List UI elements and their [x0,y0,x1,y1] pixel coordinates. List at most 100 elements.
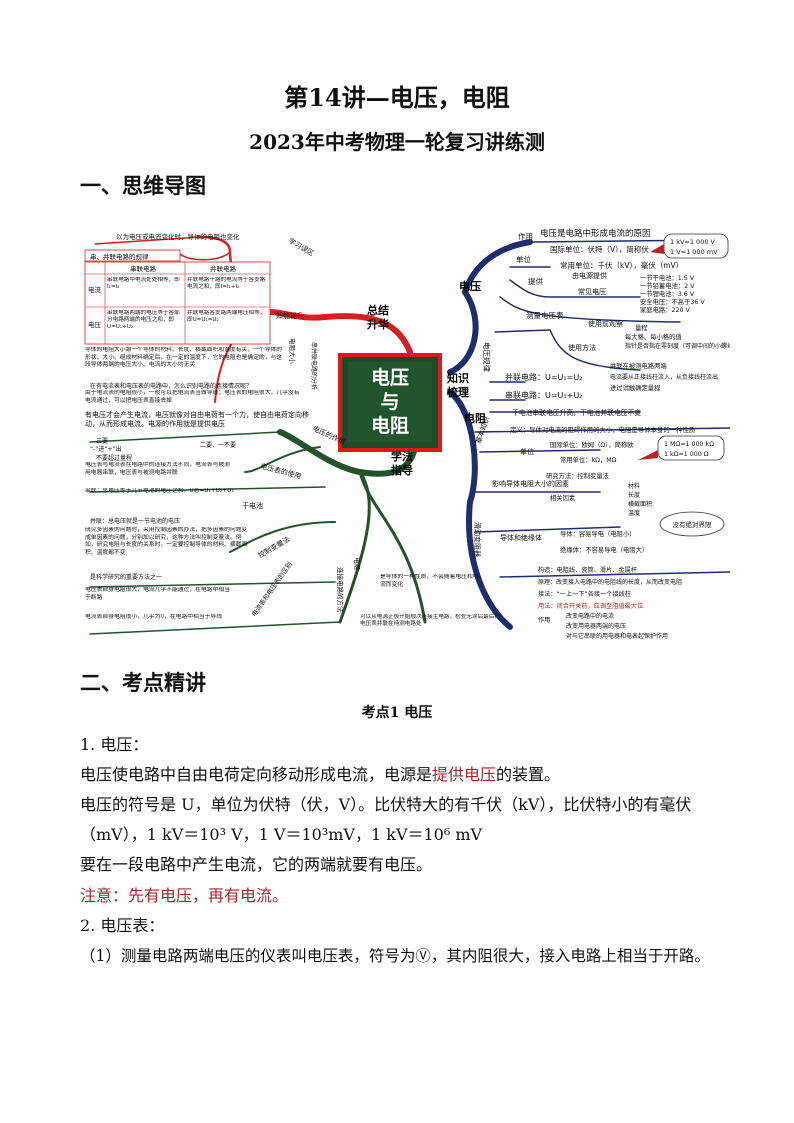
para-3: 电压的符号是 U，单位为伏特（伏，V）。比伏特大的有千伏（kV），比伏特小的有毫… [80,795,692,814]
rb-arrow [638,450,658,460]
lb-kongzhi: 控制变量法 [257,534,292,559]
lb-dz1: 是导体的一种性质，不会随着电压和电流而变化 [380,574,479,588]
para-5: 要在一段电路中产生电流，它的两端就要有电压。 [80,855,433,874]
lt-fenxi: 串并联电路的分析 [310,342,318,390]
branch-red [267,309,413,355]
rb-zy3: 对与它串联的用电器和电表起保护作用 [566,632,668,640]
kaodian-title: 考点1 电压 [361,705,433,721]
rt-arrow [650,244,664,254]
lb-s3: 二要、一不要 [200,442,236,449]
lb-shiyong: 电压表的使用 [259,461,302,481]
branch-green-2 [338,470,371,624]
rt-changyong: 常用单位：千伏（kV），毫伏（mV） [560,260,683,270]
lb-qubie: 电流表和电压表的区别 [249,560,294,618]
lt-table-title: 串、并联电路的规律 [90,252,149,261]
rt-v5: 家庭电路：220 V [640,305,691,314]
rb-changyong: 常用单位：kΩ，MΩ [560,455,617,464]
rb-f1: 材料 [628,482,640,490]
hub-zhishi-2: 梳理 [446,385,469,399]
rt-v4: 安全电压：不高于36 V [640,297,705,306]
rt-binglian: 并联在被测电路两端 [610,361,667,370]
lb-k1: 研究多因素的问题时，采用控制因素的办法，把多因素的问题变成单因素的问题，分别加以… [85,527,248,556]
branch-blue-dianzu [447,389,513,630]
rb-huadong: 滑动变阻器 [473,522,482,557]
rb-danwei: 单位 [520,447,534,456]
rt-dianyuan: 由电源提供 [572,271,607,280]
rt-v1: 一节干电池：1.5 V [640,273,695,282]
rt-shiyongfangfa: 使用方法 [568,343,596,352]
center-text-1: 电压 [371,366,409,389]
rt-shiyong: 使用前观察 [588,319,623,328]
rt-conv1: 1 kV=1 000 V [670,238,716,246]
rb-yingxiang: 影响导体电阻大小的因素 [492,479,569,488]
branch-green-6 [89,431,281,443]
lb-q2: 电流表自身电阻很小，几乎为0，在电路中相当于导线 [85,614,223,620]
rt-shichu: 进过试触确定量程 [610,383,661,392]
branch-green-4 [244,446,321,473]
rt-changjian: 常见电压 [578,287,606,296]
lt-row1-c1: 串联电路中电流处处相等，即I₁=I₂ [107,277,180,290]
section-heading-mindmap: 一、思维导图 [80,173,206,198]
lt-row1-c2: 并联电路干路的电流等于各支路电流之和，即I=I₁+I₂ [187,277,266,290]
para-6-note: 注意：先有电压，再有电流。 [80,886,289,905]
hub-xuefa-1: 学法 [391,449,413,463]
rt-zuoyong: 作用 [518,231,533,241]
hub-dianzu: 电阻 [464,411,486,425]
branch-red-tixing [94,236,201,245]
lb-s1: 三要 [96,438,108,445]
para-2: 电压使电路中自由电荷定向移动形成电流，电源是提供电压的装置。 [80,764,560,786]
rt-bing: 并联电路：U=U₁=U₂ [505,372,582,382]
center-box-inner [348,362,432,442]
lt-th-1: 串联电路 [130,264,157,273]
branch-green-9 [89,621,341,635]
branch-green-7 [89,486,326,493]
section-heading-kaodian: 二、考点精讲 [80,670,206,695]
lt-fenxi-text2: 由于电流表的电阻很小，一般可以把电流表当做导线；电压表的电阻很大，几乎没有电流通… [85,390,300,404]
rt-ganxian: 干电池串联电压升高，干电池并联电压不变 [512,408,641,417]
branch-green-5 [229,521,336,553]
center-text-2: 与 [380,391,399,413]
center-text-3: 电阻 [371,414,409,437]
hub-zhishi-1: 知识 [446,371,469,385]
lb-zuoyong-text: 有电压才会产生电流，电压就像对自由电荷有一个力，使自由电荷定向移动，从而形成电流… [85,411,309,428]
branch-red-table [179,251,231,261]
rb-bubble-text: 没有绝对界限 [673,520,713,529]
para-2-b: 的装置。 [496,765,561,784]
lb-k2: 是科学研究的重要方法之一 [90,573,162,581]
rt-guoji: 国际单位：伏特（V），简称伏 [550,244,649,254]
rt-v2: 一节铅蓄电池：2 V [640,281,695,290]
rb-daoti: 导体：容易导电（电阻小） [560,529,636,538]
rt-fendu: 每大格、每小格的值 [625,332,682,341]
para-2-a: 电压使电路中自由电荷定向移动形成电流，电源是 [80,765,433,784]
lt-th-2: 并联电路 [210,264,237,273]
rb-zy1: 改变电路中的电流 [566,612,614,620]
rb-gouzao: 构造：电阻线、瓷筒、滑片、金属杆 [538,566,637,574]
lb-g1: 串联：总电压等于几节电池的电压之和。U总=U₁+U₂+U₃ [85,488,234,494]
lt-daxiao-text: 导体的电阻大小跟一个导体的材料、长度、横截面积和温度有关，一个导体的形状、大小、… [85,347,283,369]
rt-chuan: 串联电路：U=U₁+U₂ [505,390,582,400]
lt-xuexi: 学习误区 [287,236,316,258]
hub-zongjie-2: 升华 [367,317,389,331]
mind-map: 电压 与 电阻 总结 升华 知识 梳理 学法 指导 电压 电阻 作用 电压是电路… [84,228,730,640]
rb-jiefa: 接法：“一上一下”各接一个接线柱 [538,590,631,598]
rb-fangfa: 研究方法：控制变量法 [546,471,609,480]
rt-zuoyong-text: 电压是电路中形成电流的原因 [540,228,651,239]
rb-f3: 横截面积 [628,500,652,508]
rb-f4: 温度 [628,509,640,517]
lt-row2-c2: 并联电路各支路两端电压相等，即U=U₁=U₂ [187,310,266,323]
lb-s2: “-”进“+”出 [90,445,122,453]
rb-yuanli: 原理：改变接入电路中的电阻线的长度，从而改变电阻 [538,578,682,586]
page-subtitle: 2023年中考物理一轮复习讲练测 [249,130,545,154]
rt-zhizhen: 指针是否指在零刻度（可调中间的小螺丝） [625,342,730,350]
lt-table [84,261,271,345]
para-7: 2. 电压表： [80,916,165,935]
lb-lianjie: 连接电路的方法 [336,567,345,613]
rt-tigong: 提供 [528,276,543,286]
lt-table-title-box [84,249,181,262]
rt-v3: 一节锂电池：3.6 V [640,289,695,298]
lt-tisheng: 知能提升 [276,311,304,320]
rb-jueyuanti: 绝缘体：不容易导电（电阻大） [560,545,648,554]
lt-tixing: 以为电压或电流变化时，导体的电阻也变化 [116,232,240,241]
branch-green-8 [89,581,336,588]
rb-conv2: 1 kΩ=1 000 Ω [664,451,709,458]
